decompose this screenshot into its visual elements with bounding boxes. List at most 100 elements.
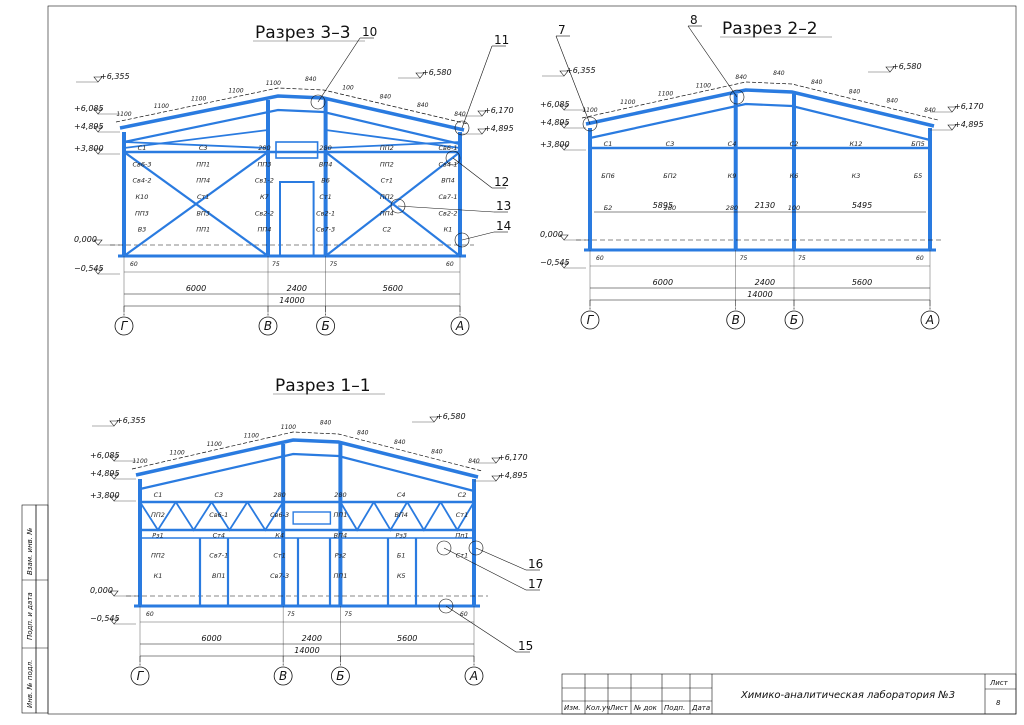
member-mark-5: Св6-1 — [439, 144, 458, 152]
span-dim-b: 2400 — [302, 634, 322, 643]
member-mark-9: ПП1 — [333, 511, 347, 519]
callout-circle-1 — [468, 540, 484, 556]
member-mark-8: К9 — [728, 172, 737, 180]
callout-circle-0 — [310, 94, 326, 110]
member-mark-27: Св2-1 — [316, 209, 335, 217]
member-mark-24: ПП3 — [135, 209, 149, 217]
edge-dim-2: 75 — [287, 611, 295, 618]
truss-web-1-2 — [406, 501, 442, 532]
level-3800: +3,800 — [90, 491, 120, 500]
axis-bubble-1 — [258, 316, 278, 336]
level-m545: −0,545 — [540, 258, 570, 267]
axis-bubble-0 — [130, 666, 150, 686]
member-mark-22: ПП2 — [380, 193, 394, 201]
level-4895-right-marker — [491, 475, 501, 482]
edge-dim-1: 60 — [130, 261, 138, 268]
level-6170: +6,170 — [954, 102, 984, 111]
side-stamp: Инв. № подл. Подп. и дата Взам. инв. № — [21, 504, 49, 714]
small-dim-3: 1100 — [244, 433, 259, 440]
member-mark-18: ПП2 — [151, 552, 165, 560]
level-6355: +6,355 — [116, 416, 146, 425]
inner-dim-2: 2130 — [755, 201, 775, 210]
member-mark-8: Св6-3 — [270, 511, 289, 519]
callout-3: 13 — [496, 199, 511, 213]
member-mark-2: 280 — [258, 144, 270, 152]
small-dim-6: 840 — [357, 429, 369, 436]
tb-col-0: Изм. — [564, 704, 580, 712]
member-mark-23: Св7-1 — [439, 193, 458, 201]
roof-rafters — [585, 88, 935, 128]
small-dim-1: 1100 — [620, 99, 635, 106]
callout-circle-4 — [454, 232, 470, 248]
member-mark-2: 280 — [273, 491, 285, 499]
member-mark-27: ПП1 — [333, 572, 347, 580]
callout-leader-0 — [317, 37, 361, 103]
level-0: 0,000 — [90, 586, 113, 595]
small-dim-9: 840 — [454, 111, 466, 118]
span-dim-a: 6000 — [201, 634, 221, 643]
callout-0: 15 — [518, 639, 533, 653]
member-mark-24: К1 — [154, 572, 163, 580]
member-mark-30: В3 — [138, 226, 147, 234]
member-mark-34: С2 — [382, 226, 391, 234]
brace-top-right-b — [325, 141, 461, 149]
level-6085: +6,085 — [90, 451, 120, 460]
member-mark-9: ВП4 — [319, 160, 332, 168]
callout-leader-0 — [445, 605, 517, 653]
roof-sheathing — [581, 81, 939, 121]
level-6580-marker — [415, 72, 425, 79]
tb-col-1: Кол.уч — [586, 704, 610, 712]
axis-label-0: Г — [121, 319, 129, 333]
callout-1: 8 — [690, 13, 698, 27]
span-dim-a: 6000 — [653, 278, 673, 287]
member-mark-12: Рз1 — [152, 531, 164, 539]
level-m545-marker — [109, 618, 119, 625]
section-s33: Разрез 3–3+6,355+6,085+4,895+3,8000,000−… — [74, 23, 514, 336]
title-block: Изм. Кол.уч Лист № док Подп. Дата Химико… — [561, 673, 1017, 715]
level-m545-marker — [93, 268, 103, 275]
level-6355-marker — [559, 70, 569, 77]
member-mark-22: Б1 — [397, 552, 406, 560]
lintel-box — [275, 141, 319, 159]
level-6580: +6,580 — [436, 412, 466, 421]
small-dim-1: 1100 — [154, 103, 169, 110]
member-mark-11: Ст1 — [456, 511, 468, 519]
member-mark-15: 100 — [788, 204, 800, 212]
member-mark-20: Ст1 — [273, 552, 285, 560]
callout-0: 10 — [362, 25, 377, 39]
level-3800: +3,800 — [540, 140, 570, 149]
level-6170-marker — [947, 106, 957, 113]
member-mark-10: ВП4 — [394, 511, 407, 519]
edge-dim-3: 75 — [798, 255, 806, 262]
member-mark-7: БП2 — [663, 172, 676, 180]
edge-dim-3: 75 — [330, 261, 338, 268]
tb-col-4: Подп. — [664, 704, 685, 712]
callout-circle-3 — [390, 198, 406, 214]
small-dim-2: 1100 — [191, 95, 206, 102]
small-dim-0: 1100 — [582, 107, 597, 114]
member-mark-1: С3 — [666, 140, 675, 148]
axis-bubble-0 — [580, 310, 600, 330]
small-dim-2: 1100 — [658, 91, 673, 98]
axis-bubble-1 — [726, 310, 746, 330]
callout-leader-4 — [461, 231, 495, 241]
member-mark-11: Б5 — [914, 172, 923, 180]
tb-col-5: Дата — [691, 704, 710, 712]
truss-web-0-1 — [175, 501, 213, 532]
callout-leader-1 — [461, 45, 493, 129]
level-3800-marker — [109, 495, 119, 502]
roof-rafters — [119, 94, 465, 132]
edge-dim-1: 60 — [596, 255, 604, 262]
span-dim-total: 14000 — [294, 646, 319, 655]
tb-document-name: Химико-аналитическая лаборатория №3 — [740, 689, 955, 701]
callout-circle-0 — [582, 116, 598, 132]
member-mark-3: 280 — [334, 491, 346, 499]
level-6580: +6,580 — [422, 68, 452, 77]
level-4895-right: +4,895 — [498, 471, 528, 480]
member-mark-9: К6 — [790, 172, 799, 180]
edge-dim-3: 75 — [344, 611, 352, 618]
axis-label-3: А — [925, 313, 934, 327]
axis-label-1: В — [279, 669, 287, 683]
level-4895-right: +4,895 — [484, 124, 514, 133]
